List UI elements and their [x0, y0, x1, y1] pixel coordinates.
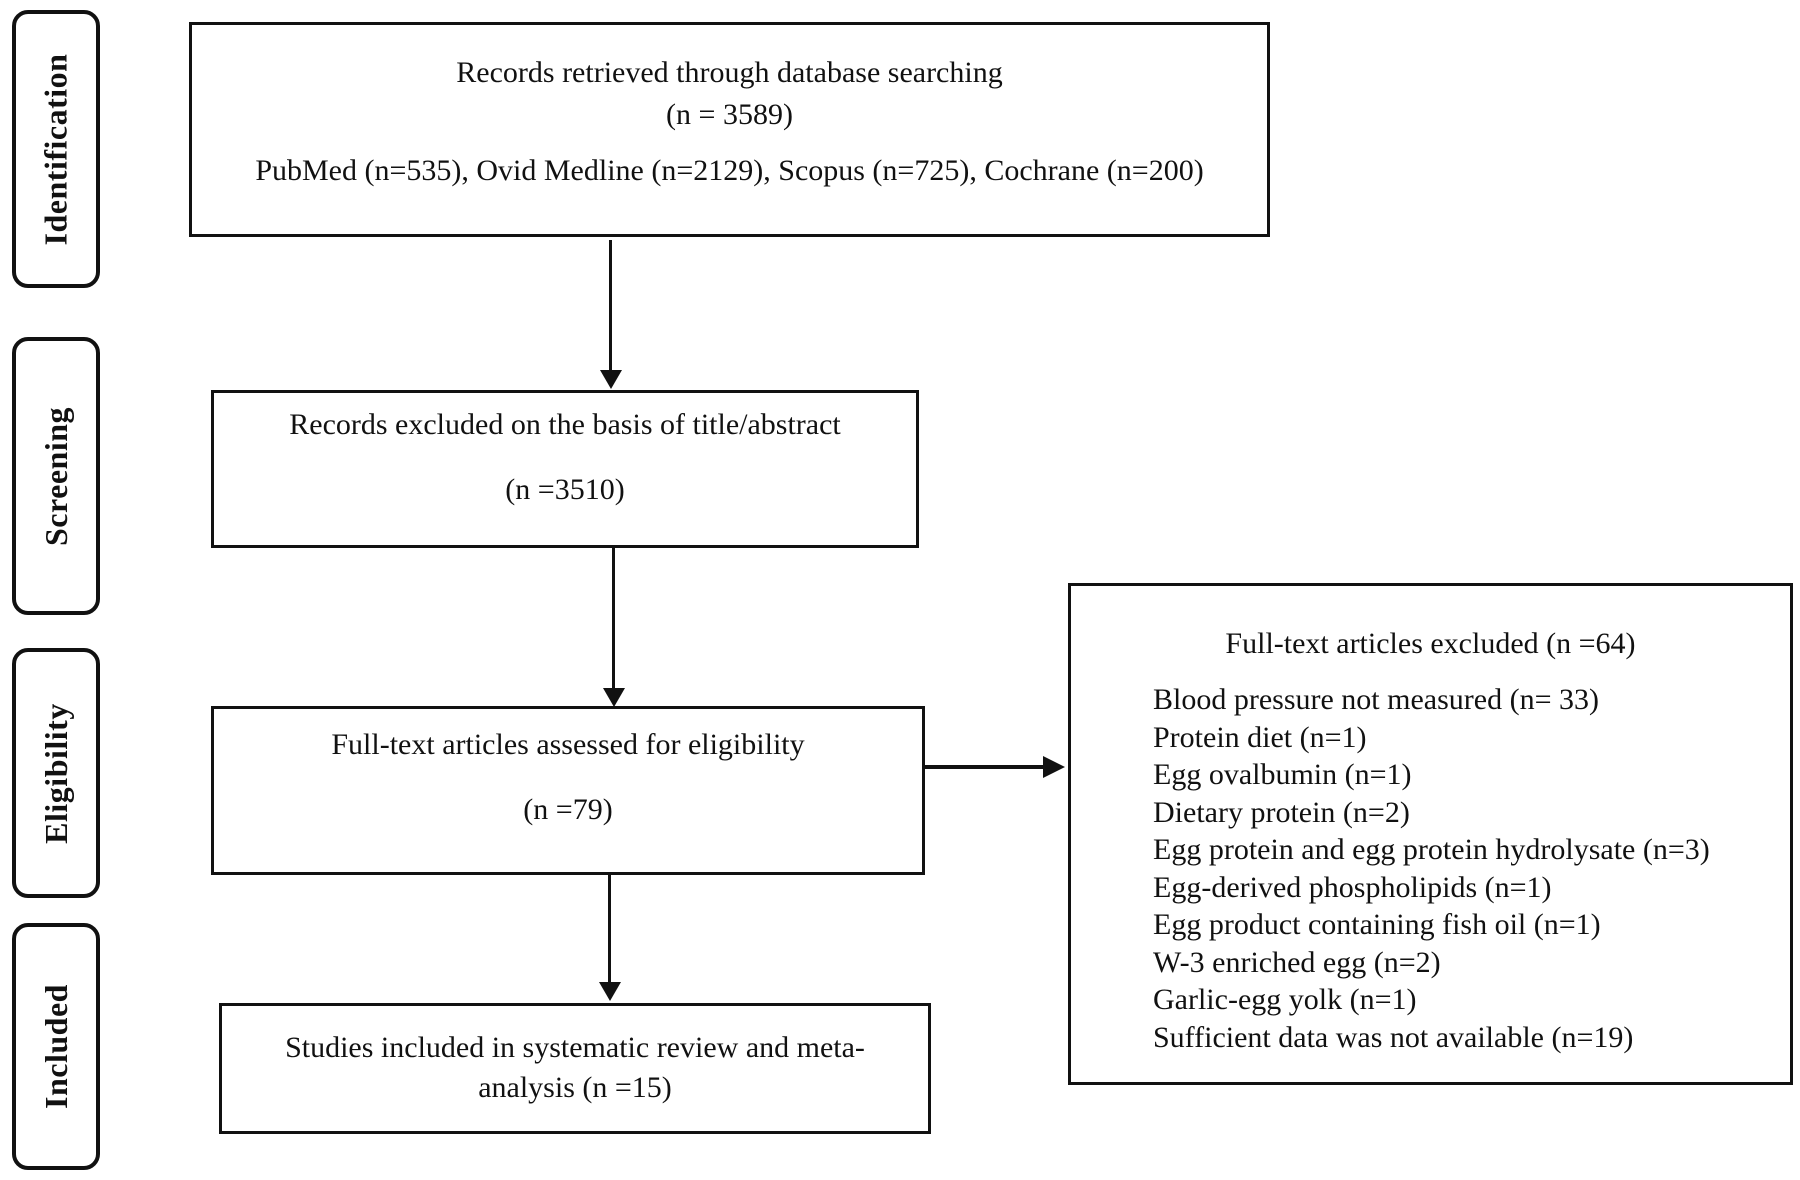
exclusion-reason: Egg product containing fish oil (n=1) [1153, 908, 1601, 941]
arrow-records-to-screening-head [600, 370, 622, 389]
arrow-eligibility-to-included-line [608, 875, 611, 982]
exclusion-reason: Egg ovalbumin (n=1) [1153, 758, 1412, 791]
exclusion-reason: Sufficient data was not available (n=19) [1153, 1020, 1634, 1054]
stage-label-screening-text: Screening [37, 406, 74, 546]
box-fulltext-assessed: Full-text articles assessed for eligibil… [211, 706, 925, 875]
exclusion-reason: Dietary protein (n=2) [1153, 795, 1410, 829]
box-fulltext-excluded: Full-text articles excluded (n =64) Bloo… [1068, 583, 1793, 1085]
arrow-records-to-screening-line [609, 240, 612, 370]
stage-label-eligibility: Eligibility [12, 648, 100, 898]
exclusion-reason: Protein diet (n=1) [1153, 720, 1367, 754]
exclusion-reason: Blood pressure not measured (n= 33) [1153, 683, 1599, 716]
stage-label-included: Included [12, 923, 100, 1170]
stage-label-identification: Identification [12, 10, 100, 288]
stage-label-screening: Screening [12, 337, 100, 615]
stage-label-eligibility-text: Eligibility [37, 702, 74, 844]
box-records-retrieved: Records retrieved through database searc… [189, 22, 1270, 237]
arrow-assessed-to-excluded-line [925, 765, 1043, 769]
records-retrieved-count: (n = 3589) [666, 98, 793, 131]
records-retrieved-line1: Records retrieved through database searc… [456, 56, 1003, 89]
records-retrieved-sources: PubMed (n=535), Ovid Medline (n=2129), S… [255, 154, 1204, 187]
stage-label-identification-text: Identification [37, 53, 74, 245]
arrow-screening-to-eligibility-head [603, 688, 625, 707]
fulltext-assessed-line1: Full-text articles assessed for eligibil… [331, 728, 805, 761]
arrow-assessed-to-excluded-head [1043, 756, 1065, 778]
studies-included-line1: Studies included in systematic review an… [285, 1031, 865, 1064]
records-excluded-count: (n =3510) [505, 473, 625, 506]
exclusion-reason: Egg-derived phospholipids (n=1) [1153, 870, 1552, 904]
stage-label-included-text: Included [37, 984, 74, 1109]
studies-included-line2: analysis (n =15) [478, 1071, 672, 1104]
exclusion-reasons-list: Blood pressure not measured (n= 33) Prote… [1071, 681, 1790, 1056]
fulltext-assessed-count: (n =79) [523, 793, 613, 826]
exclusion-reason: Egg protein and egg protein hydrolysate … [1153, 833, 1710, 866]
fulltext-excluded-title: Full-text articles excluded (n =64) [1225, 627, 1636, 660]
records-excluded-line1: Records excluded on the basis of title/a… [289, 408, 841, 441]
arrow-screening-to-eligibility-line [612, 548, 615, 688]
arrow-eligibility-to-included-head [599, 982, 621, 1001]
exclusion-reason: Garlic-egg yolk (n=1) [1153, 983, 1417, 1016]
box-records-excluded: Records excluded on the basis of title/a… [211, 390, 919, 548]
exclusion-reason: W-3 enriched egg (n=2) [1153, 945, 1441, 979]
box-studies-included: Studies included in systematic review an… [219, 1003, 931, 1134]
